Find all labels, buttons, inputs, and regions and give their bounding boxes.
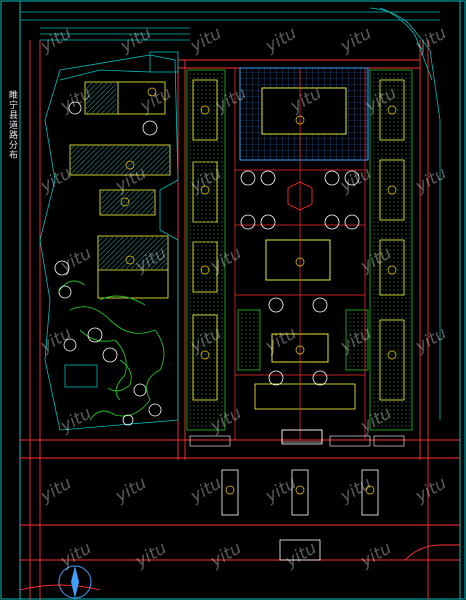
inner-green-strips [186, 69, 413, 431]
south-gates [221, 429, 379, 561]
side-label: 睢宁县道路分布 [7, 90, 17, 160]
west-site-outline [39, 51, 179, 431]
central-plaza [239, 67, 369, 410]
west-garden [59, 280, 165, 421]
west-buildings [69, 81, 171, 299]
circle-labels [120, 87, 397, 495]
parking-marks [189, 429, 405, 447]
west-building-fills [71, 83, 169, 269]
north-road [20, 7, 441, 420]
trees [54, 101, 360, 426]
central-axis [234, 68, 366, 440]
north-arrow-icon [58, 565, 92, 599]
